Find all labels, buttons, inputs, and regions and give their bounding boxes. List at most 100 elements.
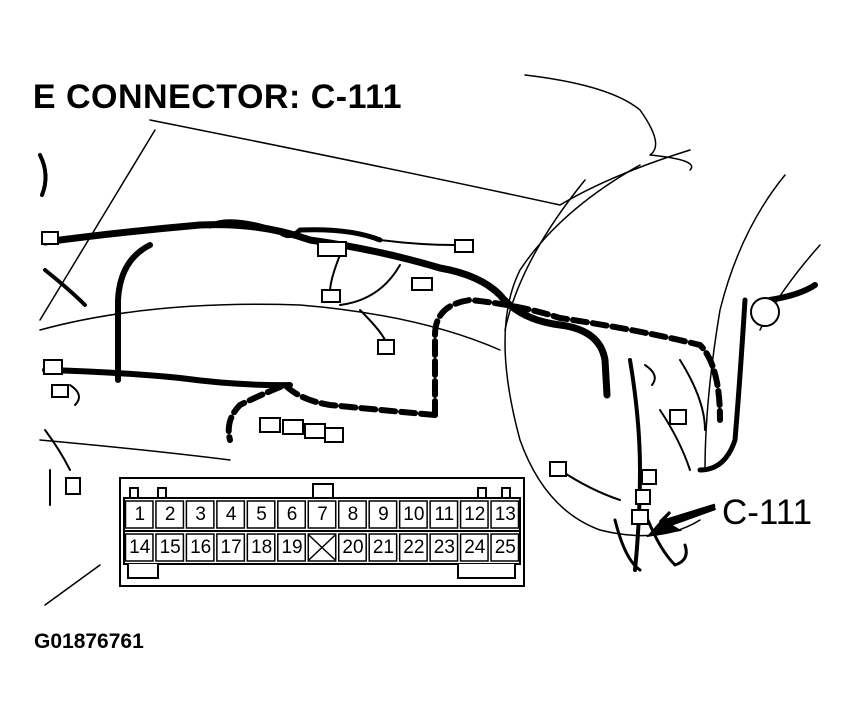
- title-text: CONNECTOR: C-111: [65, 78, 403, 116]
- pin-label: 8: [347, 504, 359, 525]
- harness-wire-left-stub: [43, 268, 87, 307]
- harness-connector-b: [317, 241, 347, 257]
- harness-connector-m: [324, 427, 344, 443]
- cavity: [185, 500, 215, 529]
- dash-upper-outline: [149, 119, 691, 206]
- cavity: [277, 533, 307, 562]
- pin-label: 23: [433, 537, 455, 558]
- pin-label: 25: [494, 537, 516, 558]
- thin-wire-2: [329, 254, 341, 293]
- harness-connector-q: [635, 489, 651, 505]
- harness-connector-j: [259, 417, 281, 433]
- harness-connector-a: [41, 231, 59, 245]
- harness-connector-r: [631, 509, 649, 525]
- connector-face-outline: [119, 477, 525, 587]
- thin-wire-6: [44, 429, 71, 471]
- harness-lower: [42, 367, 293, 389]
- pin-label: 21: [372, 537, 394, 558]
- cavity: [459, 533, 489, 562]
- title-prefix: E: [34, 78, 56, 116]
- harness-connector-k: [282, 419, 304, 435]
- cavity: [337, 500, 367, 529]
- pin-label: 24: [464, 537, 486, 558]
- cavity: [337, 533, 367, 562]
- cavity: [429, 500, 459, 529]
- harness-connector-d: [411, 277, 433, 291]
- harness-connector-i: [65, 477, 81, 495]
- cavity: [216, 500, 246, 529]
- cavity: [459, 500, 489, 529]
- cavity: [277, 500, 307, 529]
- thin-wire-10: [679, 359, 706, 431]
- thin-wire-1: [379, 239, 456, 246]
- cavity: [368, 533, 398, 562]
- harness-connector-h: [51, 384, 69, 398]
- harness-branch-upper: [207, 219, 383, 243]
- cavity: [185, 533, 215, 562]
- cavity: [490, 533, 520, 562]
- pin-label: 16: [190, 537, 212, 558]
- pin-label: 19: [281, 537, 303, 558]
- main-harness: [41, 221, 611, 399]
- harness-drop-right: [697, 297, 748, 473]
- pin-label: 6: [286, 504, 298, 525]
- grommet: [750, 297, 780, 327]
- pin-label: 12: [464, 504, 486, 525]
- cavity: [246, 500, 276, 529]
- pin-label: 15: [159, 537, 181, 558]
- cavity: [246, 533, 276, 562]
- pin-label: 2: [164, 504, 176, 525]
- dash-lower-line: [39, 439, 231, 461]
- cavity: [398, 500, 428, 529]
- connector-cavity-grid: [124, 500, 520, 562]
- cavity: [124, 500, 154, 529]
- thin-wire-8: [659, 409, 691, 471]
- cavity: [368, 500, 398, 529]
- cavity: [124, 533, 154, 562]
- pin-label: 3: [195, 504, 206, 525]
- pin-label: 11: [434, 504, 455, 525]
- harness-connector-p: [641, 469, 657, 485]
- harness-connector-o: [669, 409, 687, 425]
- figure-id: G01876761: [34, 630, 144, 653]
- empty-cavity-mark: [308, 534, 336, 561]
- pin-label: 1: [134, 504, 146, 525]
- taped-harness: [432, 297, 723, 423]
- dash-diagonal-bottom: [44, 564, 101, 606]
- dash-top-edge: [524, 74, 693, 171]
- cavity: [429, 533, 459, 562]
- harness-connector-g: [43, 359, 63, 375]
- dash-mid-line: [39, 303, 501, 351]
- harness-connector-n: [549, 461, 567, 477]
- cavity: [307, 500, 337, 529]
- cavity: [216, 533, 246, 562]
- harness-connector-f: [377, 339, 395, 355]
- taped-harness-lower: [225, 382, 438, 443]
- glovebox-inner: [504, 179, 586, 331]
- harness-to-connector: [628, 358, 642, 572]
- thin-wire-4: [359, 309, 386, 341]
- connector-title: E CONNECTOR: C-111: [34, 78, 402, 117]
- callout-leader: [663, 504, 717, 528]
- dash-diagonal-left: [39, 129, 156, 321]
- thin-wire-5: [69, 384, 80, 406]
- cavity: [490, 500, 520, 529]
- harness-connector-l: [304, 423, 326, 439]
- glovebox-outline: [504, 164, 701, 537]
- pin-label: 22: [403, 537, 425, 558]
- cavity: [155, 533, 185, 562]
- pin-label: 10: [403, 504, 425, 525]
- thin-wire-3: [339, 264, 401, 306]
- harness-wire-left-curl: [38, 153, 48, 197]
- harness-connector-e: [321, 289, 341, 303]
- right-pillar: [704, 174, 786, 471]
- pin-label: 5: [256, 504, 267, 525]
- pin-label: 4: [225, 504, 237, 525]
- pin-label: 17: [220, 537, 242, 558]
- harness-right-tail: [767, 282, 818, 303]
- callout-label: C-111: [722, 493, 813, 532]
- thin-wire-7: [559, 469, 621, 501]
- pin-label: 13: [494, 504, 516, 525]
